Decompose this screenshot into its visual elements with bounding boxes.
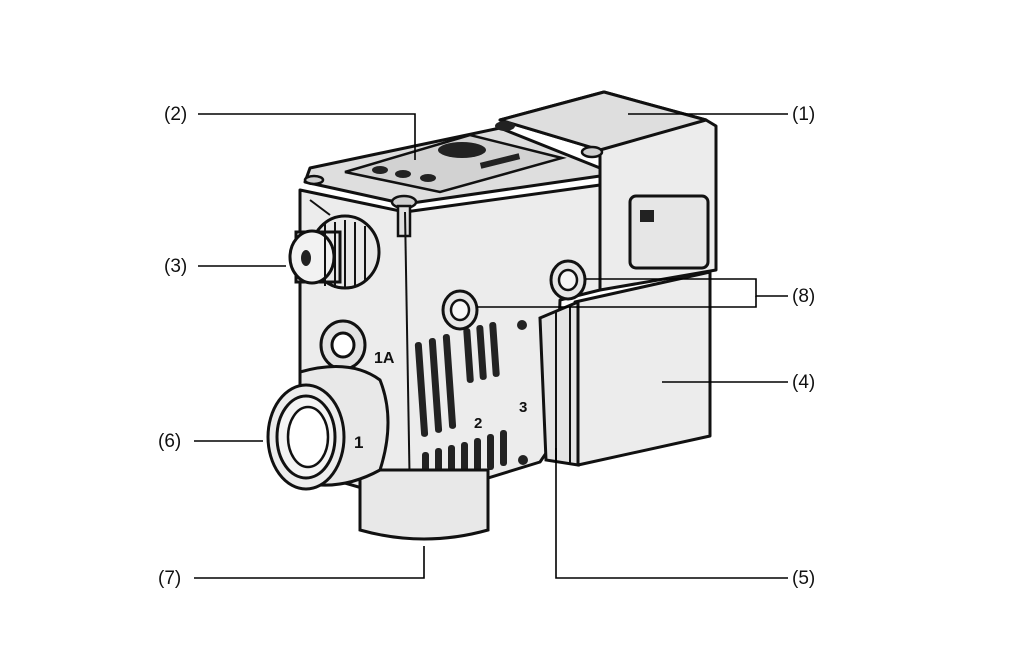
- callout-1: (1): [792, 104, 815, 125]
- port-label-2: 2: [474, 415, 482, 432]
- leader-8: [586, 278, 788, 297]
- callout-3: (3): [164, 256, 187, 277]
- callout-7: (7): [158, 568, 181, 589]
- callout-4: (4): [792, 372, 815, 393]
- main-port: 1: [266, 365, 390, 491]
- leader-lines: [194, 113, 788, 579]
- electrical-connector: [288, 214, 381, 290]
- callout-5: (5): [792, 568, 815, 589]
- leader-5: [555, 448, 788, 579]
- leader-2: [198, 113, 416, 160]
- leader-8b: [477, 296, 757, 308]
- callout-labels: (1) (2) (3) (4) (5) (6) (7) (8): [158, 104, 815, 589]
- device-illustration: 1A 2 3: [266, 90, 718, 541]
- port-label-1a: 1A: [374, 350, 395, 367]
- leader-7: [194, 546, 425, 579]
- port-label-3: 3: [519, 399, 527, 416]
- top-display-panel: [344, 133, 567, 194]
- rear-housing: [498, 90, 718, 292]
- adjustment-screws: [441, 259, 587, 331]
- callout-6: (6): [158, 431, 181, 452]
- callout-2: (2): [164, 104, 187, 125]
- port-label-1: 1: [354, 433, 363, 452]
- callout-8: (8): [792, 286, 815, 307]
- label-window: [628, 194, 710, 270]
- side-module: [538, 270, 712, 467]
- bottom-port: [358, 468, 490, 541]
